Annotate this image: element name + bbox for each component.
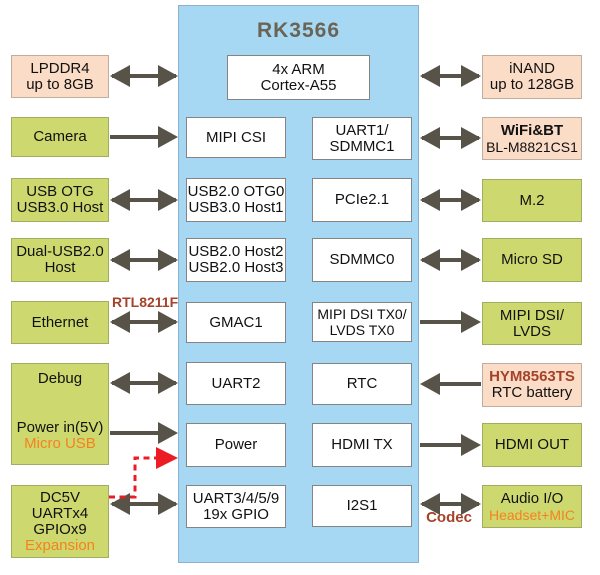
device-label: Power in(5V) — [16, 419, 104, 436]
soc-block-hdmi-tx: HDMI TX — [312, 423, 412, 467]
device-label: Dual-USB2.0 — [16, 243, 104, 260]
device-audio-io: Audio I/O Headset+MIC — [482, 485, 582, 528]
device-label: GPIOx9 — [33, 520, 87, 538]
arrow-lpddr4 — [110, 65, 178, 87]
device-label: HDMI OUT — [494, 436, 570, 453]
label-codec: Codec — [426, 509, 472, 526]
block-label: UART3/4/5/9 — [192, 489, 280, 507]
soc-block-cpu: 4x ARM Cortex-A55 — [227, 55, 370, 100]
block-label: MIPI DSI TX0/ — [317, 306, 407, 322]
device-rtc-battery: HYM8563TS RTC battery — [482, 363, 582, 407]
block-label: USB3.0 Host1 — [188, 199, 284, 216]
block-label: SDMMC0 — [329, 251, 395, 268]
block-label: USB2.0 Host2 — [188, 243, 284, 260]
device-debug-power: Debug Power in(5V) Micro USB — [11, 363, 109, 465]
soc-block-i2s1: I2S1 — [312, 485, 412, 527]
device-label: USB OTG — [26, 183, 94, 200]
device-label: Ethernet — [31, 313, 89, 331]
arrow-camera — [110, 126, 178, 148]
device-label: UARTx4 — [31, 504, 89, 522]
arrow-expansion — [110, 493, 178, 515]
device-label: DC5V — [39, 488, 80, 506]
block-label: Power — [214, 436, 258, 453]
block-label: UART2 — [211, 374, 261, 392]
device-label: Camera — [33, 128, 87, 145]
device-label: iNAND — [509, 60, 555, 77]
block-label: GMAC1 — [209, 313, 263, 331]
block-label: HDMI TX — [331, 436, 393, 453]
device-label: USB3.0 Host — [16, 199, 104, 216]
device-sublabel: Headset+MIC — [489, 506, 575, 523]
cpu-label-line1: 4x ARM — [272, 60, 325, 78]
device-sublabel: Micro USB — [24, 435, 96, 452]
soc-block-uart2: UART2 — [186, 362, 286, 405]
block-label: SDMMC1 — [329, 137, 395, 155]
device-micro-sd: Micro SD — [482, 238, 582, 282]
device-dual-usb: Dual-USB2.0 Host — [11, 238, 109, 282]
soc-block-sdmmc0: SDMMC0 — [312, 238, 412, 282]
soc-title: RK3566 — [256, 19, 341, 42]
arrow-ethernet — [110, 311, 178, 333]
device-expansion: DC5V UARTx4 GPIOx9 Expansion — [11, 485, 109, 558]
device-label: LVDS — [512, 322, 552, 340]
device-lpddr4: LPDDR4 up to 8GB — [11, 55, 109, 98]
arrow-inand — [420, 65, 481, 87]
arrow-hdmi — [420, 434, 481, 456]
block-label: PCIe2.1 — [334, 191, 390, 208]
device-label: up to 8GB — [26, 75, 94, 93]
device-label: up to 128GB — [489, 76, 575, 93]
soc-block-power: Power — [186, 423, 286, 467]
device-label: M.2 — [519, 191, 545, 209]
arrow-debug — [110, 372, 178, 394]
block-label: MIPI CSI — [205, 128, 266, 146]
soc-block-gmac1: GMAC1 — [186, 302, 286, 343]
device-sublabel: Expansion — [24, 536, 96, 554]
arrow-micro-sd — [420, 249, 481, 271]
cpu-label-line2: Cortex-A55 — [260, 76, 337, 94]
arrow-dual-usb — [110, 249, 178, 271]
soc-block-uart1-sdmmc1: UART1/ SDMMC1 — [312, 117, 412, 160]
device-label: WiFi&BT — [500, 121, 564, 139]
arrow-power-in — [110, 422, 178, 444]
block-label: USB2.0 OTG0 — [187, 183, 285, 200]
device-label: Micro SD — [501, 251, 563, 268]
block-label: RTC — [346, 375, 378, 392]
device-camera: Camera — [11, 117, 109, 157]
device-inand: iNAND up to 128GB — [482, 55, 582, 99]
device-label: LPDDR4 — [30, 59, 90, 77]
device-label: MIPI DSI/ — [499, 306, 565, 324]
device-usb-otg: USB OTG USB3.0 Host — [11, 178, 109, 222]
soc-block-mipi-csi: MIPI CSI — [186, 117, 286, 158]
device-label: Audio I/O — [500, 489, 564, 507]
arrow-wifi-bt — [420, 127, 481, 149]
soc-block-rtc: RTC — [312, 363, 412, 405]
soc-block-usb-otg0-host1: USB2.0 OTG0 USB3.0 Host1 — [186, 178, 286, 222]
arrow-mipi-dsi — [420, 311, 481, 333]
device-sublabel: BL-M8821CS1 — [486, 138, 578, 155]
arrow-m2 — [420, 189, 481, 211]
device-label: Debug — [37, 370, 83, 387]
device-ethernet: Ethernet — [11, 301, 109, 344]
block-label: 19x GPIO — [203, 505, 269, 523]
soc-block-pcie21: PCIe2.1 — [312, 178, 412, 222]
device-m2: M.2 — [482, 179, 582, 222]
block-label: USB2.0 Host3 — [188, 259, 284, 276]
block-label: LVDS TX0 — [329, 322, 395, 338]
device-hdmi-out: HDMI OUT — [482, 423, 582, 467]
block-label: UART1/ — [335, 121, 389, 139]
arrow-usb-otg — [110, 189, 178, 211]
soc-block-mipi-dsi-tx0: MIPI DSI TX0/ LVDS TX0 — [312, 302, 412, 342]
device-mipi-dsi-lvds: MIPI DSI/ LVDS — [482, 302, 582, 345]
soc-block-usb-host2-host3: USB2.0 Host2 USB2.0 Host3 — [186, 238, 286, 282]
label-rtl8211f: RTL8211F — [112, 294, 179, 310]
device-wifi-bt: WiFi&BT BL-M8821CS1 — [482, 117, 582, 160]
soc-block-uart3459-gpio: UART3/4/5/9 19x GPIO — [186, 485, 286, 528]
arrow-dc5v-power-dashed — [109, 447, 178, 499]
arrow-rtc-battery — [420, 373, 481, 395]
device-label: HYM8563TS — [489, 368, 575, 385]
device-sublabel: RTC battery — [491, 384, 573, 401]
device-label: Host — [44, 259, 76, 276]
block-label: I2S1 — [346, 497, 378, 514]
